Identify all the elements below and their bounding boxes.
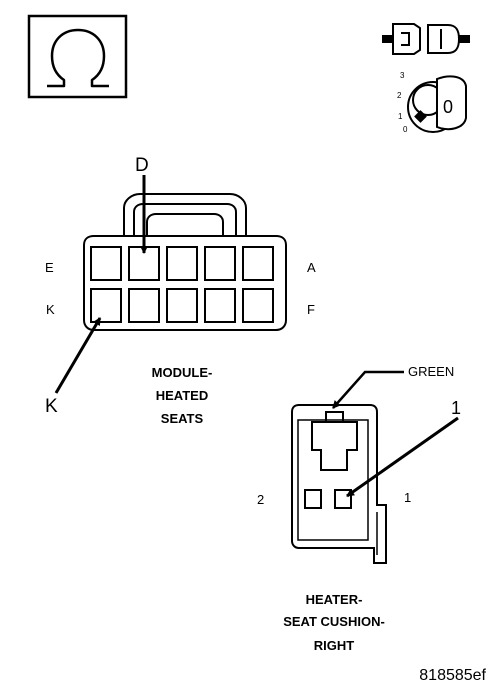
heater-left-label: 2 <box>257 492 264 507</box>
heater-right-label: 1 <box>404 490 411 505</box>
heater-color-leader <box>332 370 404 409</box>
module-pin-bottom-label: K <box>45 396 58 417</box>
ignition-position-3: 3 <box>400 71 405 80</box>
connector-disconnect-icon <box>382 23 470 55</box>
module-row1-left-label: E <box>45 260 54 275</box>
module-caption-line-1: MODULE- <box>152 365 213 380</box>
cavity <box>128 288 160 323</box>
module-caption-line-2: HEATED <box>156 388 208 403</box>
cavity <box>242 288 274 323</box>
ignition-key-off-icon: 3 2 1 0 0 <box>397 71 467 134</box>
module-row2-left-label: K <box>46 302 55 317</box>
ignition-position-0: 0 <box>403 125 408 134</box>
ignition-key-label: 0 <box>443 97 453 117</box>
module-row1-right-label: A <box>307 260 316 275</box>
heater-connector <box>291 404 387 564</box>
heater-caption-line-2: SEAT CUSHION- <box>283 614 385 629</box>
cavity <box>166 246 198 281</box>
cavity <box>166 288 198 323</box>
cavity <box>204 246 236 281</box>
terminal-2 <box>304 489 322 509</box>
module-caption-line-3: SEATS <box>161 411 204 426</box>
ignition-position-2: 2 <box>397 91 402 100</box>
module-pin-bottom-arrow <box>54 317 102 394</box>
figure-id: 818585ef <box>419 667 486 684</box>
terminal-1 <box>334 489 352 509</box>
cavity <box>90 246 122 281</box>
ohm-symbol-icon <box>27 14 128 99</box>
cavity <box>90 288 122 323</box>
heater-color-label: GREEN <box>408 364 454 379</box>
heater-caption-line-1: HEATER- <box>306 592 363 607</box>
module-pin-top-label: D <box>135 155 149 176</box>
module-connector <box>83 193 287 331</box>
heater-caption-line-3: RIGHT <box>314 638 355 653</box>
ignition-position-1: 1 <box>398 112 403 121</box>
cavity <box>242 246 274 281</box>
heater-pin-arrow <box>346 416 459 498</box>
heater-pin-callout: 1 <box>451 398 461 418</box>
module-row2-right-label: F <box>307 302 315 317</box>
cavity <box>204 288 236 323</box>
